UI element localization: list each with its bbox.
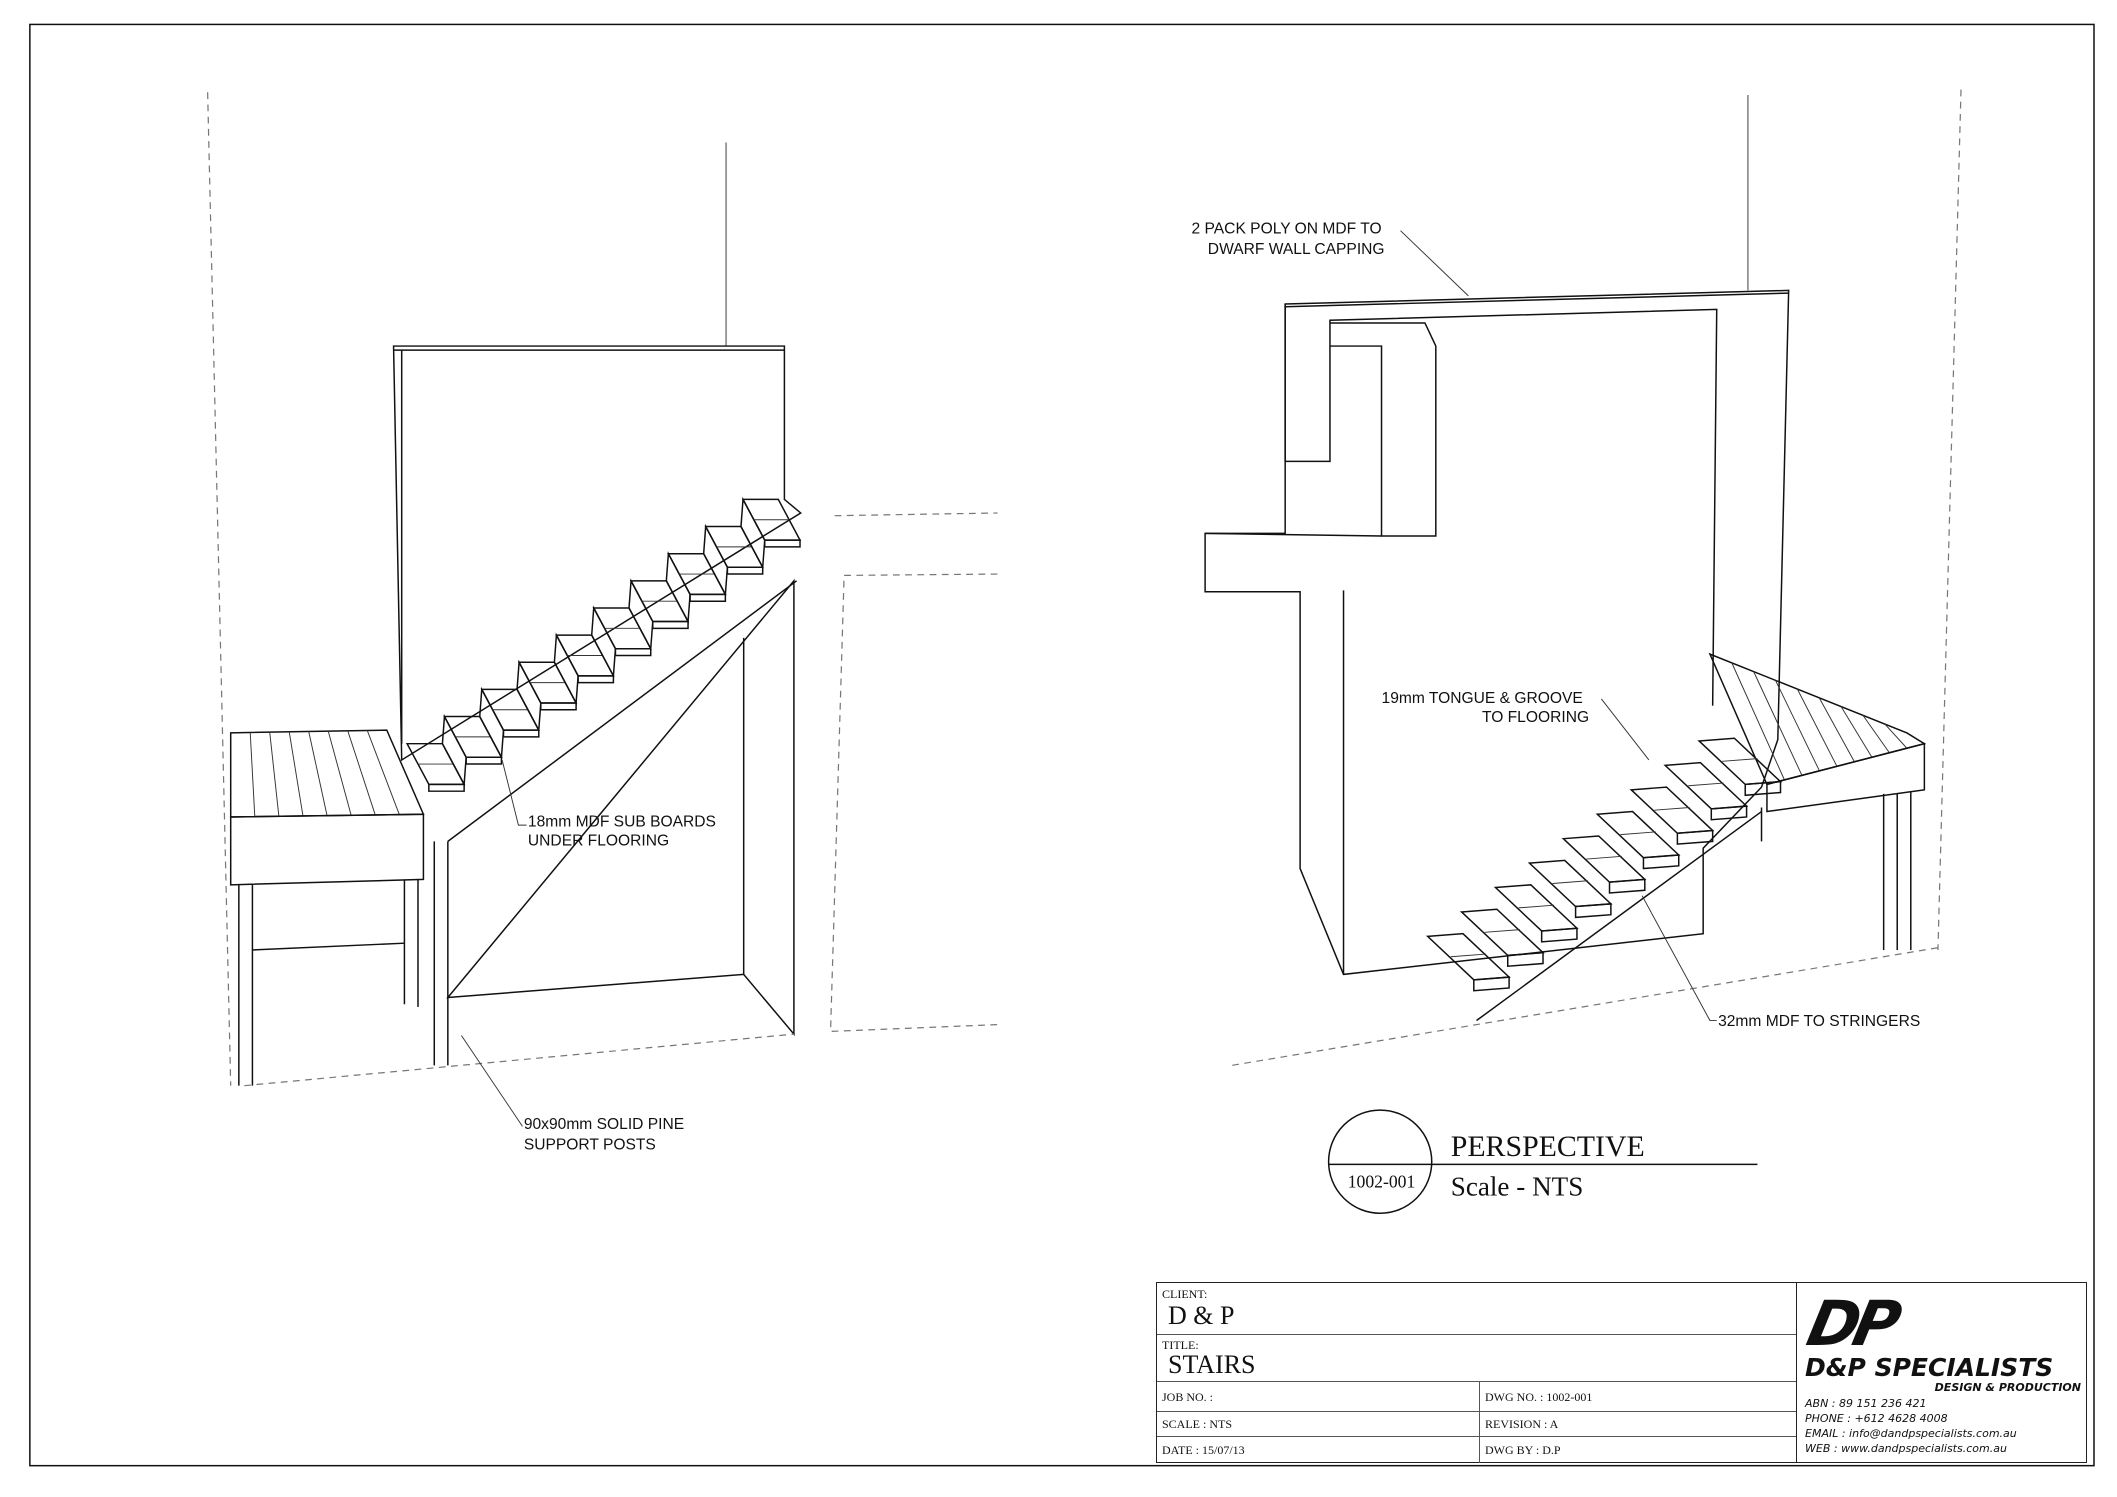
stair-nosing xyxy=(763,539,801,548)
tread-board-line xyxy=(1688,782,1724,787)
stair-nosing xyxy=(1506,951,1544,968)
stair-nosing xyxy=(652,620,689,630)
stair-tread xyxy=(1697,737,1783,786)
label-tongue-1: 19mm TONGUE & GROOVE xyxy=(1382,690,1583,707)
tread-board-line xyxy=(1450,953,1487,958)
left-stair-view: 18mm MDF SUB BOARDS UNDER FLOORING 90x90… xyxy=(207,92,998,1153)
label-stringers: 32mm MDF TO STRINGERS xyxy=(1718,1013,1920,1030)
tread-board-line xyxy=(1484,929,1520,933)
tread-board-line xyxy=(1518,904,1554,909)
title-label: TITLE: xyxy=(1162,1338,1199,1352)
stair-nosing xyxy=(465,756,503,765)
stair-nosing xyxy=(726,566,764,575)
label-sub-boards-1: 18mm MDF SUB BOARDS xyxy=(528,813,716,830)
deck-board xyxy=(1840,706,1873,758)
stair-tread xyxy=(1493,884,1579,932)
stair-nosing xyxy=(1676,829,1714,845)
client-cell: CLIENT: D & P xyxy=(1157,1283,1796,1335)
title-cell: TITLE: STAIRS xyxy=(1157,1335,1796,1382)
deck-board xyxy=(366,730,400,815)
deck-board xyxy=(269,732,280,817)
label-sub-boards-2: UNDER FLOORING xyxy=(528,832,669,849)
deck-board xyxy=(1796,688,1838,767)
label-capping-1: 2 PACK POLY ON MDF TO xyxy=(1192,220,1382,237)
deck-board xyxy=(249,732,256,817)
tread-board-line xyxy=(1586,855,1622,860)
stair-nosing xyxy=(1574,903,1612,919)
company-email: EMAIL : info@dandpspecialists.com.au xyxy=(1805,1427,2017,1440)
stair-tread xyxy=(1459,908,1545,957)
stair-nosing xyxy=(1540,927,1578,943)
view-callout: 1002-001 PERSPECTIVE Scale - NTS xyxy=(1327,1109,1758,1214)
company-web: WEB : www.dandpspecialists.com.au xyxy=(1805,1442,2007,1455)
dwg-by: DWG BY : D.P xyxy=(1485,1443,1561,1457)
stair-tread xyxy=(1527,859,1613,908)
stair-tread xyxy=(1595,810,1681,859)
stair-nosing xyxy=(1744,780,1782,797)
deck-board xyxy=(1731,662,1785,781)
deck-board xyxy=(1753,671,1803,776)
view-scale: Scale - NTS xyxy=(1451,1172,1584,1202)
deck-board xyxy=(1862,715,1890,754)
stair-nosing xyxy=(540,702,577,711)
company-abn: ABN : 89 151 236 421 xyxy=(1805,1397,1927,1410)
stair-tread xyxy=(1629,786,1715,835)
tread-board-line xyxy=(1620,831,1656,836)
view-title: PERSPECTIVE xyxy=(1451,1130,1645,1163)
dwg-no: DWG NO. : 1002-001 xyxy=(1480,1382,1796,1412)
stair-nosing xyxy=(614,647,652,657)
view-number: 1002-001 xyxy=(1348,1171,1416,1191)
tread-board-line xyxy=(1722,758,1758,762)
deck-board xyxy=(347,730,376,816)
deck-board xyxy=(1884,723,1908,749)
dp-logo: DP xyxy=(1801,1287,1902,1360)
deck-board xyxy=(308,731,328,816)
revision: REVISION : A xyxy=(1480,1412,1796,1437)
stair-nosing xyxy=(577,675,615,684)
tread-board-line xyxy=(1552,880,1588,884)
title-block: CLIENT: D & P TITLE: STAIRS JOB NO. : DW… xyxy=(1156,1282,2087,1463)
stair-tread xyxy=(1561,835,1647,883)
sheet-border xyxy=(29,23,2095,1467)
label-tongue-2: TO FLOORING xyxy=(1482,709,1589,726)
label-capping-2: DWARF WALL CAPPING xyxy=(1208,241,1385,258)
scale: SCALE : NTS xyxy=(1157,1412,1480,1437)
label-posts-2: SUPPORT POSTS xyxy=(524,1136,656,1153)
company-logo-block: DP D&P SPECIALISTS DESIGN & PRODUCTION A… xyxy=(1796,1283,2089,1462)
job-no: JOB NO. : xyxy=(1157,1382,1480,1412)
date: DATE : 15/07/13 xyxy=(1157,1437,1480,1463)
company-phone: PHONE : +612 4628 4008 xyxy=(1805,1412,1948,1425)
stair-tread xyxy=(1663,761,1749,810)
stair-nosing xyxy=(1710,805,1748,821)
deck-board xyxy=(1775,680,1820,772)
stair-nosing xyxy=(1608,878,1646,894)
tread-board-line xyxy=(1654,807,1690,811)
title-value: STAIRS xyxy=(1168,1350,1256,1379)
stair-nosing xyxy=(502,729,540,738)
client-label: CLIENT: xyxy=(1162,1287,1208,1301)
deck-board xyxy=(288,731,304,817)
deck-board xyxy=(327,731,352,816)
stair-nosing xyxy=(1642,854,1680,870)
stair-nosing xyxy=(1473,976,1510,992)
label-posts-1: 90x90mm SOLID PINE xyxy=(524,1116,684,1133)
stair-nosing xyxy=(428,783,465,792)
deck-board xyxy=(1818,697,1855,763)
stair-nosing xyxy=(689,593,727,602)
right-stair-view: 2 PACK POLY ON MDF TO DWARF WALL CAPPING… xyxy=(1192,89,1962,1066)
company-name: D&P SPECIALISTS xyxy=(1805,1353,2054,1382)
company-tagline: DESIGN & PRODUCTION xyxy=(1934,1381,2081,1394)
client-value: D & P xyxy=(1168,1301,1235,1330)
